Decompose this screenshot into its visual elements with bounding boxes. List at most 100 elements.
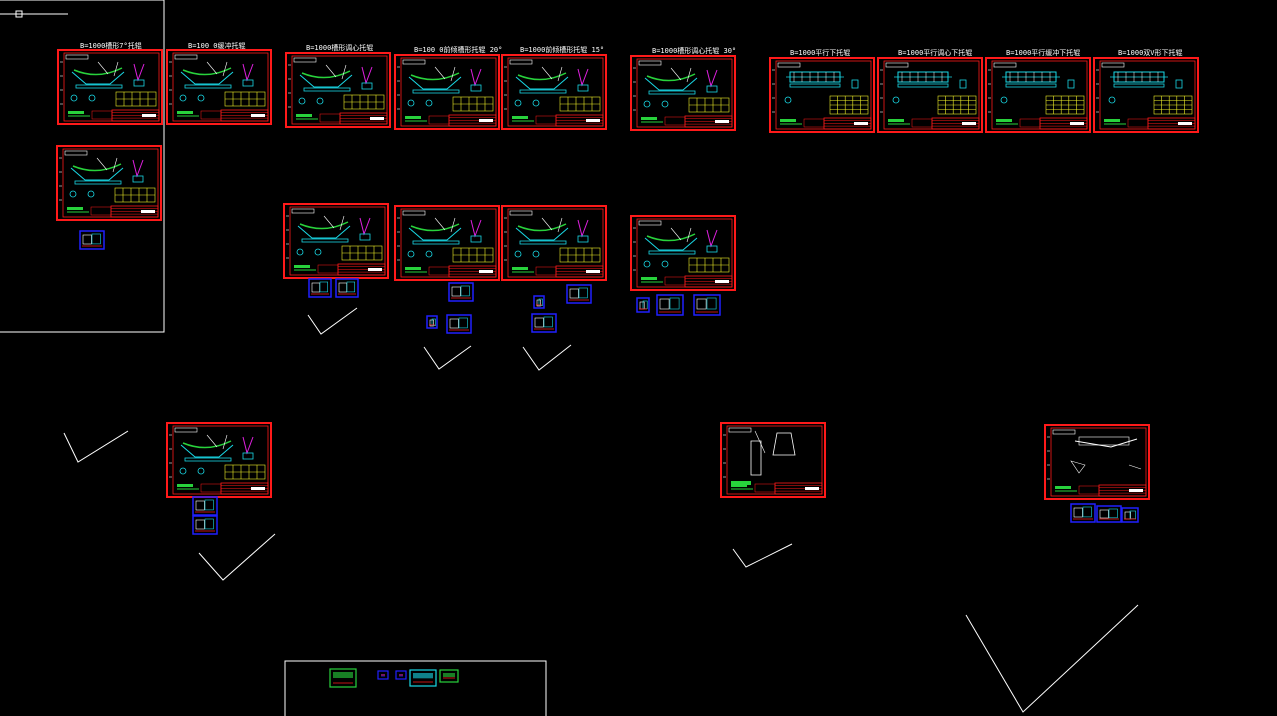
thumbnail-frame: [1096, 505, 1122, 523]
layout-thumbnail-1[interactable]: [329, 668, 357, 688]
label-block: [993, 62, 1017, 68]
detail-thumbnail-8[interactable]: [531, 313, 557, 333]
layout-thumbnail-4[interactable]: [409, 669, 437, 687]
label-block: [174, 427, 198, 433]
detail-thumbnail-2[interactable]: [308, 278, 332, 298]
side-view: [242, 436, 254, 455]
label-block: [638, 60, 662, 66]
drawing-sheet-5[interactable]: [501, 54, 607, 130]
leader-line: [557, 66, 563, 82]
thumbnail-part: [706, 297, 717, 310]
sheet-frame: [394, 205, 500, 281]
detail-thumbnail-10[interactable]: [636, 297, 650, 313]
leader-line: [96, 157, 108, 171]
sheet-inner-frame: [507, 208, 604, 278]
leader-line: [97, 61, 109, 75]
sheet-frame: [1044, 424, 1150, 500]
detail-thumbnail-6[interactable]: [426, 315, 438, 329]
side-view: [133, 63, 145, 82]
bracket: [897, 83, 949, 88]
drawing-sheet-4[interactable]: [394, 54, 500, 130]
leader-line: [670, 227, 682, 241]
drawing-sheet-6[interactable]: [630, 55, 736, 131]
parts-list: [319, 113, 341, 123]
sheet-inner-frame: [62, 148, 159, 218]
thumbnail-part: [346, 281, 355, 293]
drawing-sheet-17[interactable]: [720, 422, 826, 498]
side-view: [242, 63, 254, 82]
note-band: [405, 116, 421, 119]
idler-trough: [297, 225, 351, 239]
thumbnail-part: [1099, 509, 1109, 519]
layout-thumbnail-3[interactable]: [395, 670, 407, 680]
detail-thumbnail-17[interactable]: [1121, 507, 1139, 523]
drawing-sheet-13[interactable]: [394, 205, 500, 281]
detail-thumbnail-15[interactable]: [1070, 503, 1096, 523]
detail-thumbnail-12[interactable]: [693, 294, 721, 316]
note-band: [512, 116, 528, 119]
drawing-sheet-15[interactable]: [630, 215, 736, 291]
parts-list: [1127, 118, 1149, 128]
detail-thumbnail-13[interactable]: [192, 496, 218, 516]
drawing-sheet-7[interactable]: [769, 57, 875, 133]
detail-thumbnail-14[interactable]: [192, 515, 218, 535]
note-band: [405, 267, 421, 270]
side-view: [706, 69, 718, 88]
detail-thumbnail-3[interactable]: [335, 278, 359, 298]
detail-thumbnail-4[interactable]: [448, 282, 474, 302]
detail-view: [314, 248, 322, 256]
belt-profile: [517, 72, 567, 81]
drawing-sheet-11[interactable]: [56, 145, 162, 221]
ucs-crosshair-icon: [0, 10, 68, 18]
drawing-sheet-18[interactable]: [1044, 424, 1150, 500]
title-block-name: [368, 268, 382, 271]
detail-view: [425, 99, 433, 107]
sheet-frame: [57, 49, 163, 125]
drawing-sheet-1[interactable]: [57, 49, 163, 125]
drawing-sheet-14[interactable]: [501, 205, 607, 281]
layout-thumbnail-frame: [377, 670, 389, 680]
layout-thumbnail-5[interactable]: [439, 669, 459, 683]
detail-thumbnail-1[interactable]: [79, 230, 105, 250]
leader-line: [541, 66, 553, 80]
layout-thumbnail-2[interactable]: [377, 670, 389, 680]
title-block-name: [142, 114, 156, 117]
sheet-inner-frame: [172, 52, 269, 122]
side-view: [851, 79, 859, 89]
idler-trough: [515, 227, 569, 241]
parts-list: [428, 115, 450, 125]
drawing-sheet-3[interactable]: [285, 52, 391, 128]
sheet-inner-frame: [1099, 60, 1196, 130]
belt-profile: [299, 221, 349, 230]
drawing-sheet-8[interactable]: [877, 57, 983, 133]
drawing-sheet-9[interactable]: [985, 57, 1091, 133]
detail-thumbnail-9[interactable]: [533, 295, 545, 309]
parts-list: [91, 110, 113, 120]
detail-thumbnail-11[interactable]: [656, 294, 684, 316]
label-block: [509, 210, 533, 216]
thumbnail-frame: [1070, 503, 1096, 523]
drawing-sheet-12[interactable]: [283, 203, 389, 279]
drawing-sheet-16[interactable]: [166, 422, 272, 498]
idler-trough: [408, 76, 462, 90]
title-block-name: [1129, 489, 1143, 492]
layout-thumbnail-content: [413, 673, 433, 679]
thumbnail-frame: [533, 295, 545, 309]
leader-line: [206, 434, 218, 448]
idler-base: [412, 240, 460, 245]
detail-view: [87, 190, 95, 198]
drawing-sheet-10[interactable]: [1093, 57, 1199, 133]
sheet-frame: [1093, 57, 1199, 133]
sheet-inner-frame: [883, 60, 980, 130]
thumbnail-part: [1073, 507, 1083, 518]
detail-thumbnail-7[interactable]: [566, 284, 592, 304]
detail-thumbnail-5[interactable]: [446, 314, 472, 334]
detail-thumbnail-16[interactable]: [1096, 505, 1122, 523]
side-view-base: [132, 175, 144, 183]
belt-profile: [182, 440, 232, 449]
drawing-sheet-2[interactable]: [166, 49, 272, 125]
label-block: [885, 62, 909, 68]
layout-boundary-left: [0, 0, 165, 333]
leader-line: [686, 67, 692, 83]
